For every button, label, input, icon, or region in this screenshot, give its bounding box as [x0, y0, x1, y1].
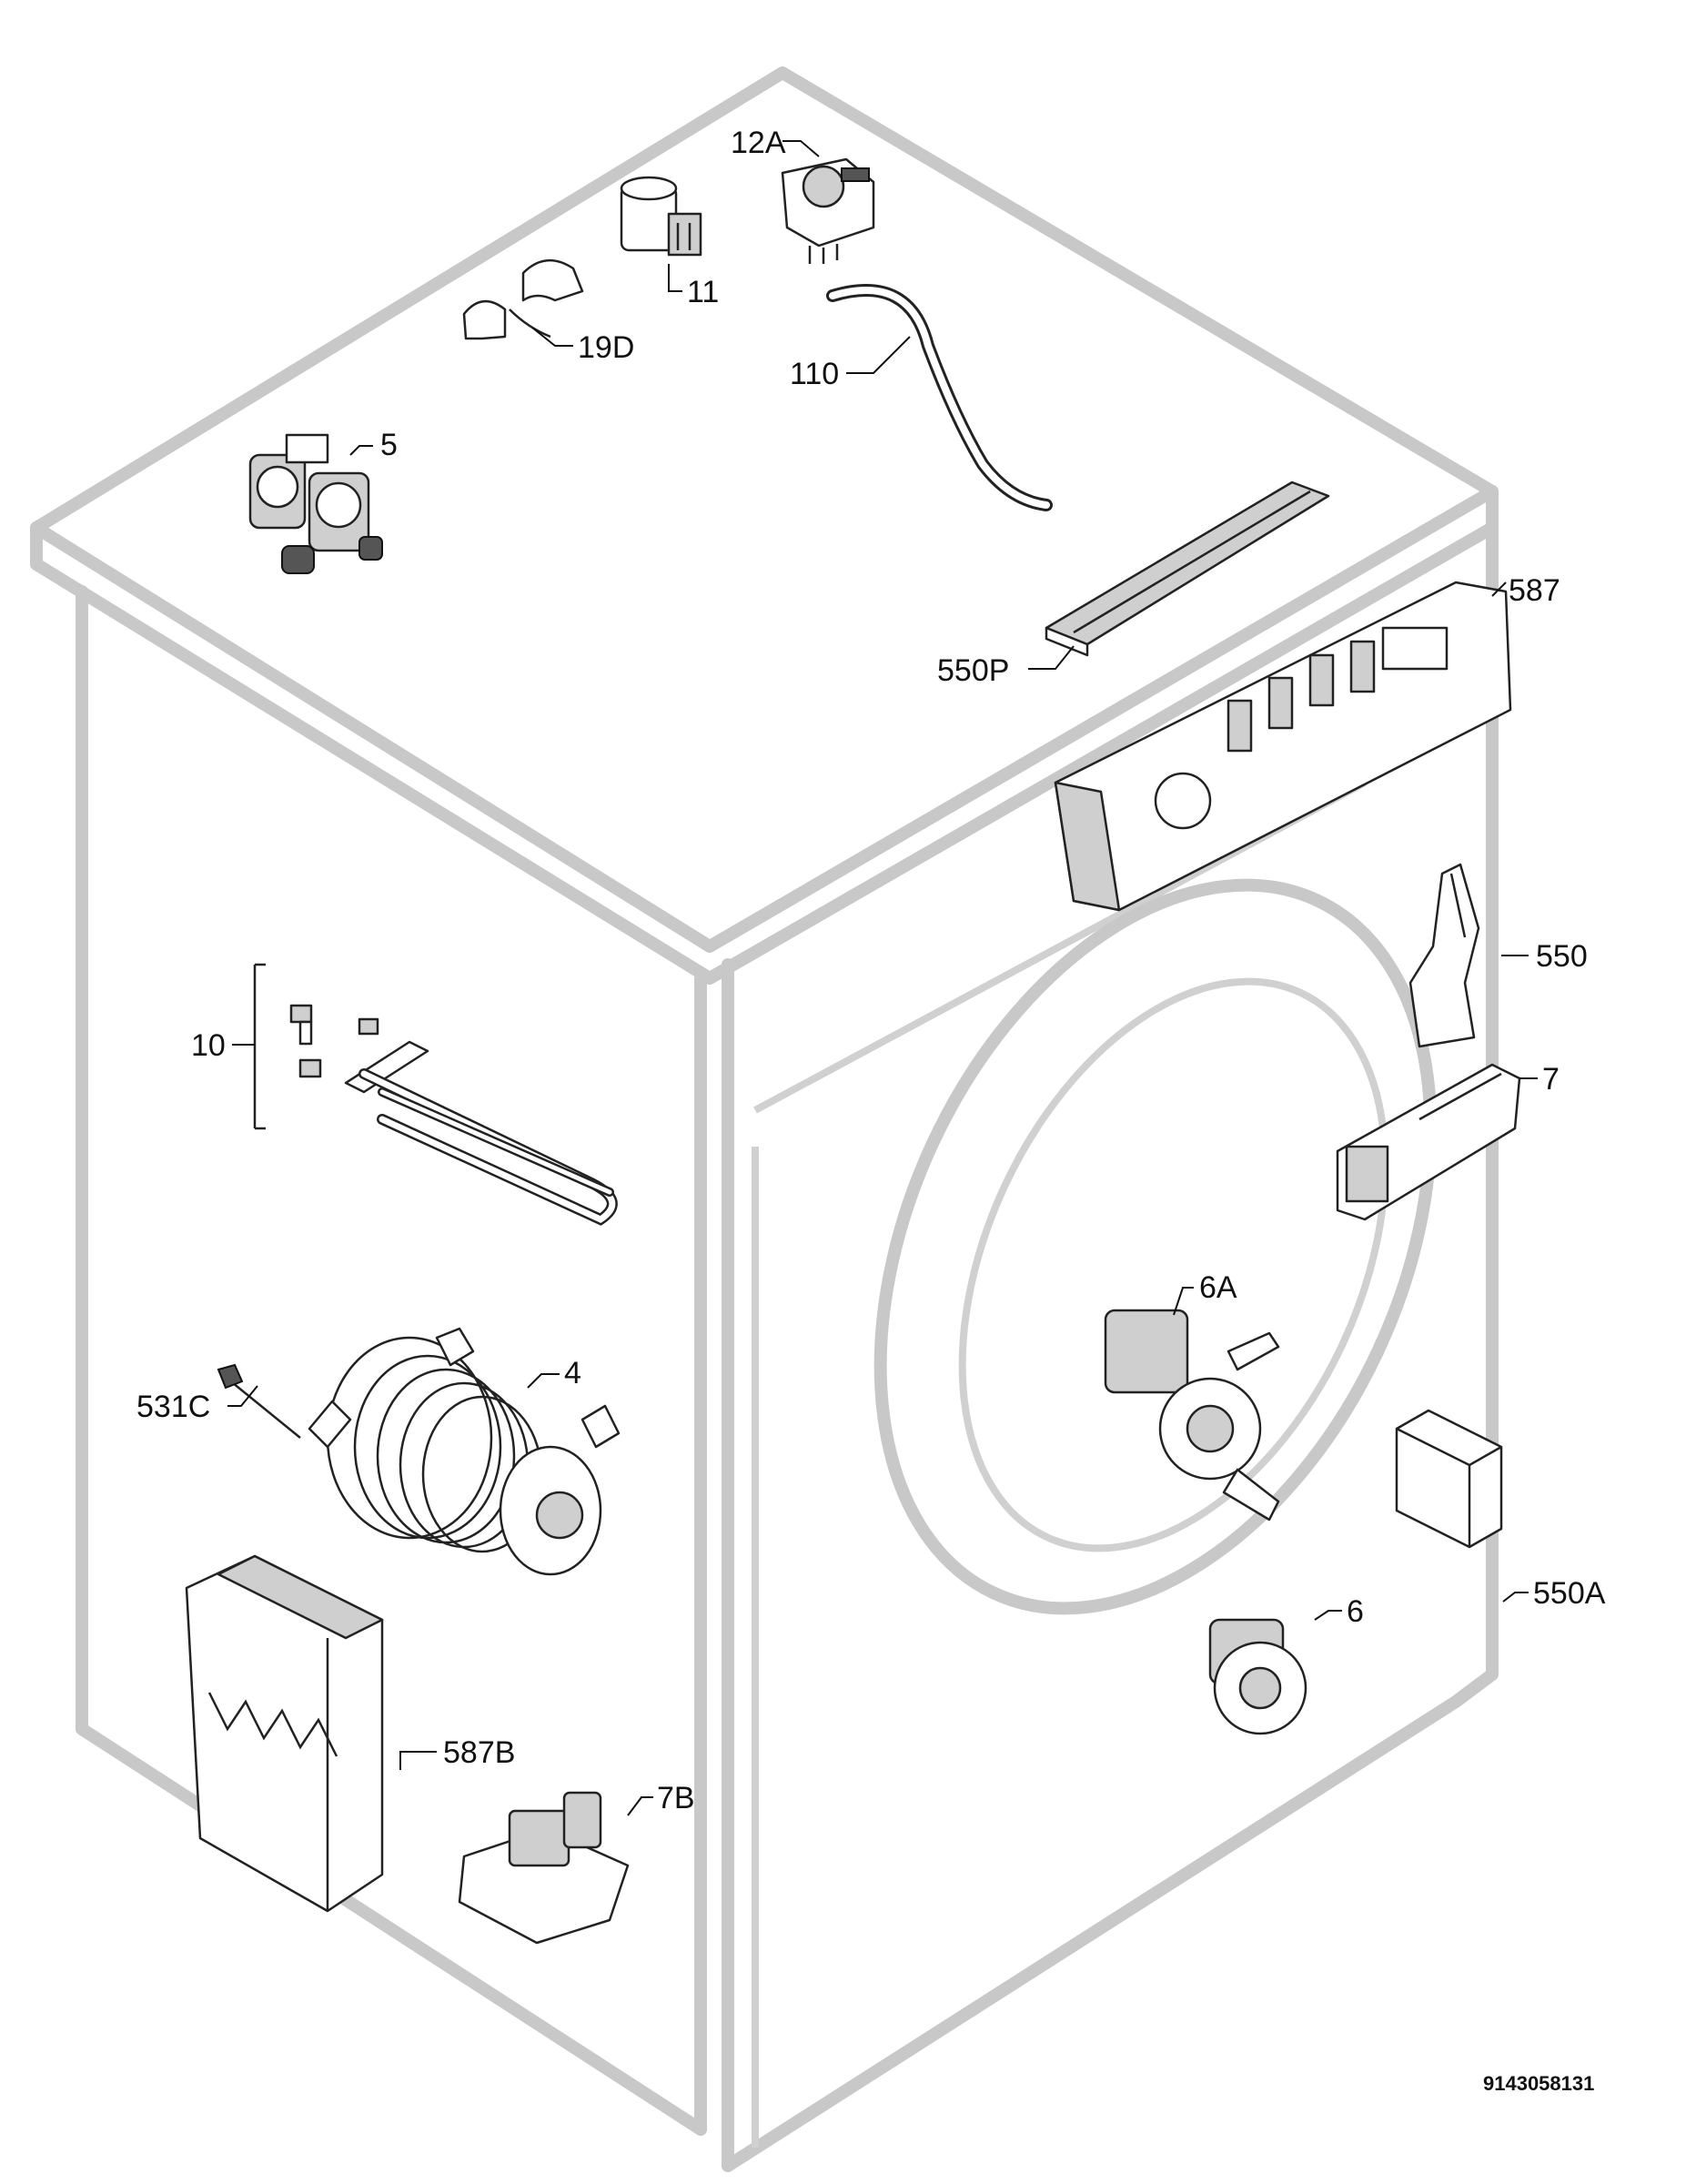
- label-550: 550: [1536, 939, 1588, 974]
- label-550A: 550A: [1533, 1576, 1606, 1611]
- leader-lines: [227, 140, 1538, 1816]
- label-5: 5: [380, 428, 398, 462]
- part-7-door-lock: [1336, 1063, 1521, 1221]
- part-587B-power-module: [185, 1554, 384, 1913]
- label-19D: 19D: [578, 330, 634, 365]
- part-6-pump: [1208, 1618, 1307, 1735]
- part-6A-drain-pump: [1104, 1309, 1280, 1522]
- label-110: 110: [790, 357, 839, 391]
- part-5-inlet-valve: [248, 433, 383, 574]
- part-19D-cable-clamp: [462, 258, 584, 340]
- label-531C: 531C: [136, 1390, 210, 1424]
- door-inner-ring-outline: [958, 977, 1389, 1552]
- label-587: 587: [1509, 573, 1560, 608]
- label-10: 10: [191, 1028, 226, 1063]
- part-7B-lock-bracket: [458, 1791, 630, 1945]
- part-11-suppressor: [620, 176, 702, 257]
- label-4: 4: [564, 1356, 581, 1390]
- label-11: 11: [687, 275, 719, 309]
- part-110-hose: [826, 284, 1053, 511]
- part-550-door-lever: [1408, 863, 1480, 1048]
- part-4-motor: [217, 1327, 621, 1576]
- part-550P-dispenser-profile: [1045, 480, 1330, 657]
- label-6A: 6A: [1199, 1270, 1237, 1305]
- part-labels: 12A 11 19D 110 5 587 550P 550 10 7 6A 4 …: [136, 126, 1606, 2095]
- part-550A-cover: [1395, 1409, 1503, 1549]
- label-6: 6: [1347, 1594, 1364, 1629]
- part-10-heating-element: [253, 963, 618, 1226]
- part-587-control-board: [1054, 581, 1512, 912]
- board-components: [1227, 640, 1376, 753]
- document-number: 9143058131: [1483, 2072, 1594, 2095]
- label-7: 7: [1542, 1062, 1560, 1097]
- label-587B: 587B: [443, 1735, 515, 1770]
- door-ring-outline: [873, 878, 1438, 1615]
- label-550P: 550P: [937, 653, 1009, 688]
- label-12A: 12A: [731, 126, 786, 160]
- label-7B: 7B: [657, 1781, 695, 1815]
- part-12A-selector-switch: [781, 157, 875, 264]
